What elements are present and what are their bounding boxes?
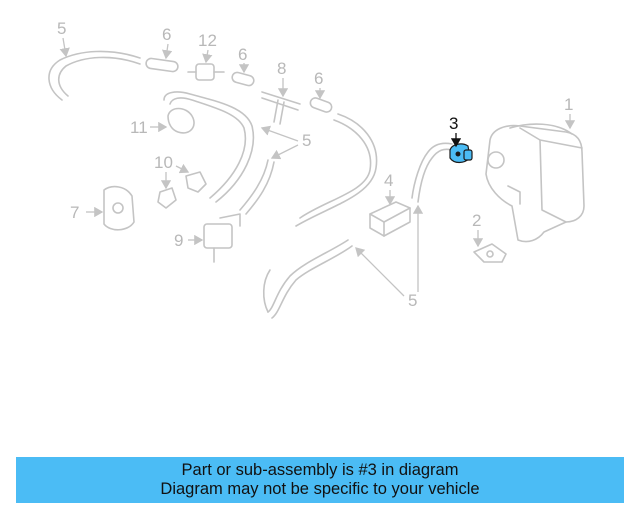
valve-part-12: [187, 63, 225, 81]
part-info-banner: Part or sub-assembly is #3 in diagram Di…: [16, 457, 624, 503]
bracket-part-2: [473, 243, 507, 263]
hose-part-5-upper-left: [48, 50, 141, 101]
callout-5-center: 5: [302, 131, 311, 150]
connector-part-6-b: [231, 71, 255, 87]
tee-part-8: [261, 91, 301, 125]
solenoid-part-9: [203, 213, 241, 263]
hose-part-5-vertical: [411, 142, 453, 203]
callout-5-top-left: 5: [57, 19, 66, 38]
fitting-part-10: [157, 171, 207, 209]
callout-7: 7: [70, 203, 79, 222]
callout-10: 10: [154, 153, 173, 172]
hose-part-5-center: [163, 91, 255, 203]
hose-part-5-right-curve: [295, 113, 378, 227]
banner-line-part-number: Part or sub-assembly is #3 in diagram: [181, 461, 459, 479]
reservoir-part-1: [485, 123, 585, 243]
parts-diagram: 5 6 6 6 12 8 11: [48, 19, 585, 319]
callout-8: 8: [277, 59, 286, 78]
banner-line-disclaimer: Diagram may not be specific to your vehi…: [160, 480, 480, 498]
callout-5-bottom: 5: [408, 291, 417, 310]
bracket-part-7: [103, 185, 135, 231]
callout-6-b: 6: [238, 45, 247, 64]
module-part-4: [369, 201, 411, 237]
connector-part-6-a: [145, 57, 179, 73]
highlighted-part-3[interactable]: [449, 143, 473, 164]
callout-6-c: 6: [314, 69, 323, 88]
elbow-part-11: [167, 107, 195, 134]
callout-9: 9: [174, 231, 183, 250]
callout-1: 1: [564, 95, 573, 114]
callout-11: 11: [130, 118, 148, 137]
callout-2: 2: [472, 211, 481, 230]
callout-6-a: 6: [162, 25, 171, 44]
connector-part-6-c: [309, 97, 333, 113]
hose-part-5-bottom: [262, 239, 353, 319]
callout-4: 4: [384, 171, 393, 190]
hose-part-5-short: [239, 159, 275, 215]
callout-12: 12: [198, 31, 217, 50]
callout-3: 3: [449, 114, 458, 133]
